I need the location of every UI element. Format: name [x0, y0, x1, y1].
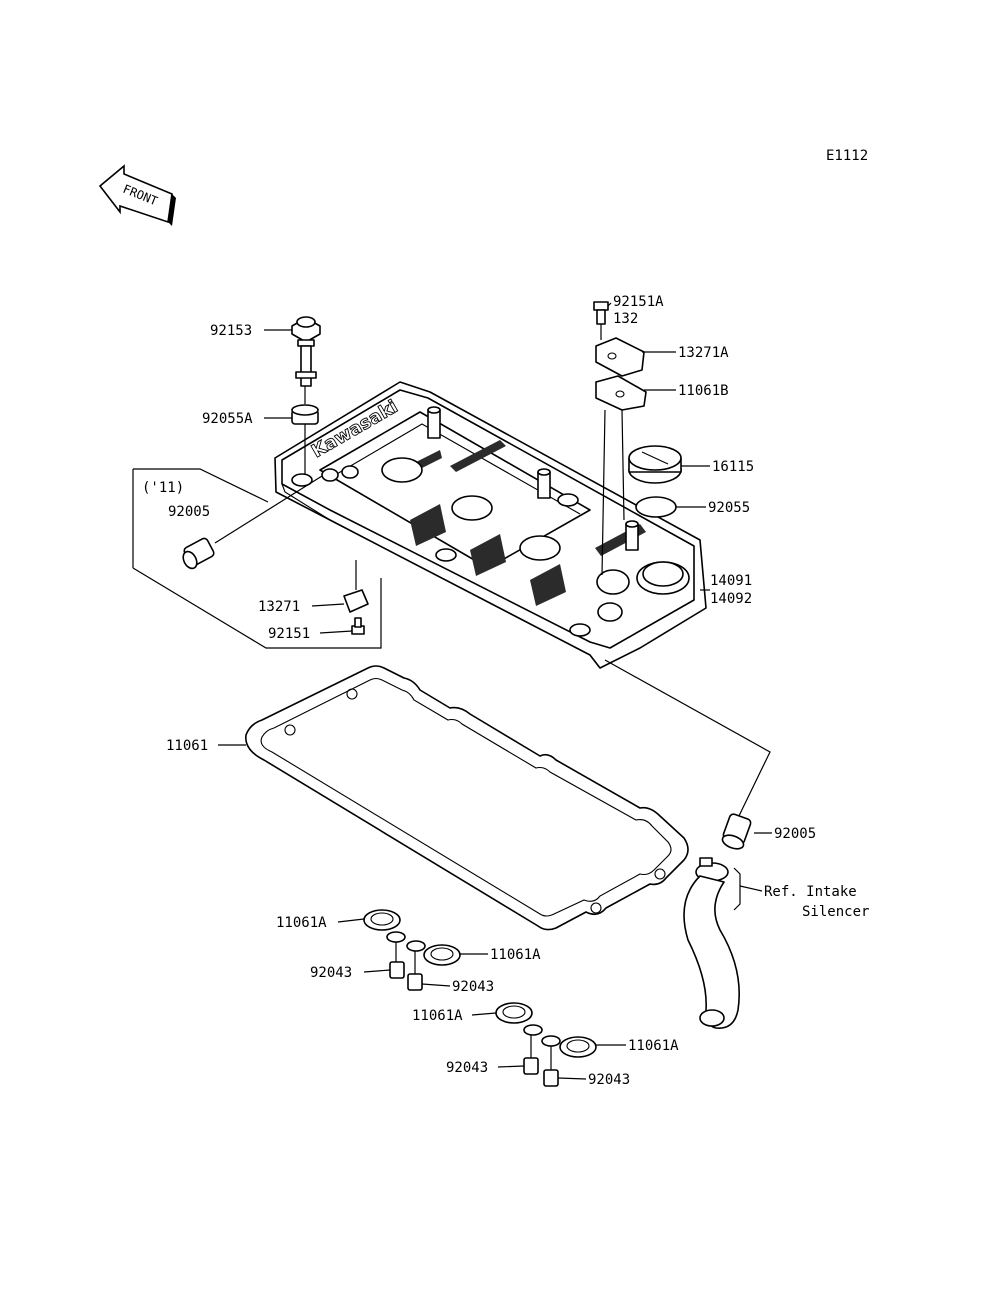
label-92153: 92153: [210, 323, 252, 339]
bracket-13271: [343, 589, 369, 613]
ref-note-line1: Ref. Intake: [764, 884, 857, 900]
label-92005-right: 92005: [774, 826, 816, 842]
label-11061A-3: 11061A: [412, 1008, 463, 1024]
label-11061A-1: 11061A: [276, 915, 327, 931]
front-arrow-icon: FRONT: [98, 164, 176, 226]
label-14091: 14091: [710, 573, 752, 589]
bolt-92153: [291, 316, 321, 387]
label-132: 132: [613, 311, 638, 327]
label-92043-4: 92043: [588, 1072, 630, 1088]
valve-cover: Kawasaki: [274, 381, 707, 669]
gasket-11061B: [595, 375, 647, 411]
label-92151A: 92151A: [613, 294, 664, 310]
label-11061: 11061: [166, 738, 208, 754]
label-11061A-2: 11061A: [490, 947, 541, 963]
diagram-code: E1112: [826, 148, 868, 164]
oil-filler-cap-16115: [628, 445, 682, 484]
label-92043-3: 92043: [446, 1060, 488, 1076]
label-14092: 14092: [710, 591, 752, 607]
gasket-11061: [245, 665, 689, 931]
screw-92151: [351, 617, 365, 635]
grommet-92055A: [291, 404, 319, 425]
label-92151: 92151: [268, 626, 310, 642]
variant-note: ('11): [142, 480, 184, 496]
cover-13271A: [595, 337, 645, 377]
seal-set-lower: [495, 1002, 597, 1087]
breather-hose: [683, 875, 740, 1029]
label-11061B: 11061B: [678, 383, 729, 399]
seal-set-upper: [363, 909, 461, 991]
label-13271: 13271: [258, 599, 300, 615]
label-92043-1: 92043: [310, 965, 352, 981]
ref-note-line2: Silencer: [802, 904, 869, 920]
label-92005-left: 92005: [168, 504, 210, 520]
o-ring-92055: [635, 496, 677, 518]
hose-fitting-92005-left: [182, 537, 215, 570]
label-92043-2: 92043: [452, 979, 494, 995]
label-92055A: 92055A: [202, 411, 253, 427]
label-92055: 92055: [708, 500, 750, 516]
screw-92151A: [593, 301, 609, 325]
label-11061A-4: 11061A: [628, 1038, 679, 1054]
hose-fitting-92005-right: [721, 813, 752, 850]
label-13271A: 13271A: [678, 345, 729, 361]
label-16115: 16115: [712, 459, 754, 475]
